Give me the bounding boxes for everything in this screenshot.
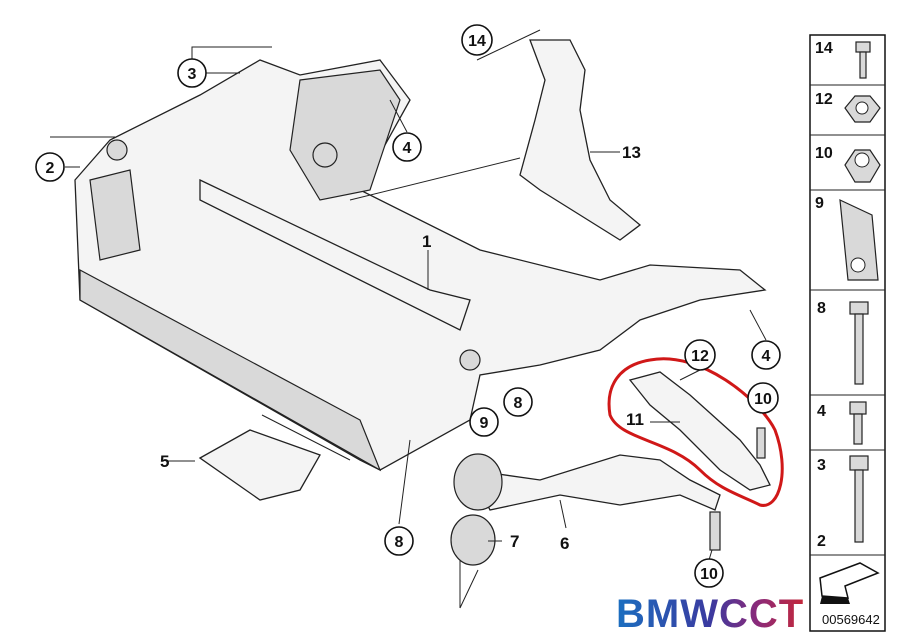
callout-4: 4 xyxy=(392,132,422,162)
callout-10b: 10 xyxy=(694,558,724,588)
callout-11: 11 xyxy=(626,410,644,429)
callout-14: 14 xyxy=(461,24,493,56)
svg-text:3: 3 xyxy=(817,457,826,474)
svg-text:4: 4 xyxy=(817,403,826,420)
bolt-8-icon xyxy=(849,301,869,385)
svg-text:3: 3 xyxy=(188,66,197,83)
callout-10: 10 xyxy=(747,382,779,414)
bolt-14-icon xyxy=(855,41,871,79)
callout-3: 3 xyxy=(177,58,207,88)
direction-arrow-icon xyxy=(819,562,880,604)
svg-text:10: 10 xyxy=(815,145,833,162)
parts-panel: 14 12 10 9 8 4 3 2 xyxy=(809,34,886,632)
bolt-4-icon xyxy=(849,401,867,445)
svg-text:2: 2 xyxy=(46,160,55,177)
svg-text:14: 14 xyxy=(468,33,486,50)
bolt-3-2-icon xyxy=(849,455,869,543)
svg-text:9: 9 xyxy=(480,415,489,432)
callout-6: 6 xyxy=(560,534,569,553)
svg-text:10: 10 xyxy=(700,566,718,583)
callout-12: 12 xyxy=(684,339,716,371)
callout-5: 5 xyxy=(160,452,169,471)
callout-2: 2 xyxy=(35,152,65,182)
svg-text:12: 12 xyxy=(815,91,833,108)
bushing-7 xyxy=(450,514,496,566)
svg-text:9: 9 xyxy=(815,195,824,212)
bolt-10 xyxy=(709,511,721,551)
heat-shield xyxy=(519,39,642,241)
callout-8b: 8 xyxy=(384,526,414,556)
svg-text:8: 8 xyxy=(514,395,523,412)
diagram-code: 00569642 xyxy=(822,612,880,627)
svg-text:8: 8 xyxy=(817,300,826,317)
callout-4b: 4 xyxy=(751,340,781,370)
svg-text:8: 8 xyxy=(395,534,404,551)
nut-12-icon xyxy=(844,95,881,123)
clip-9-icon xyxy=(839,199,879,281)
callout-7: 7 xyxy=(510,532,519,551)
svg-text:12: 12 xyxy=(691,348,709,365)
leader-lines xyxy=(50,29,767,609)
svg-text:4: 4 xyxy=(762,348,771,365)
svg-text:10: 10 xyxy=(754,391,772,408)
callout-9: 9 xyxy=(469,407,499,437)
lower-control-arm xyxy=(468,454,721,511)
callout-13: 13 xyxy=(622,143,641,162)
nut-10-icon xyxy=(844,149,881,183)
svg-text:14: 14 xyxy=(815,40,833,57)
watermark-logo: BMWCCT xyxy=(616,592,805,636)
callout-8: 8 xyxy=(503,387,533,417)
svg-text:4: 4 xyxy=(403,140,412,157)
bolt-10-upper xyxy=(756,427,766,459)
skid-plate xyxy=(198,429,321,501)
bushing-9 xyxy=(453,453,503,511)
callout-1: 1 xyxy=(422,232,431,251)
svg-text:2: 2 xyxy=(817,533,826,550)
front-subframe xyxy=(74,59,767,472)
